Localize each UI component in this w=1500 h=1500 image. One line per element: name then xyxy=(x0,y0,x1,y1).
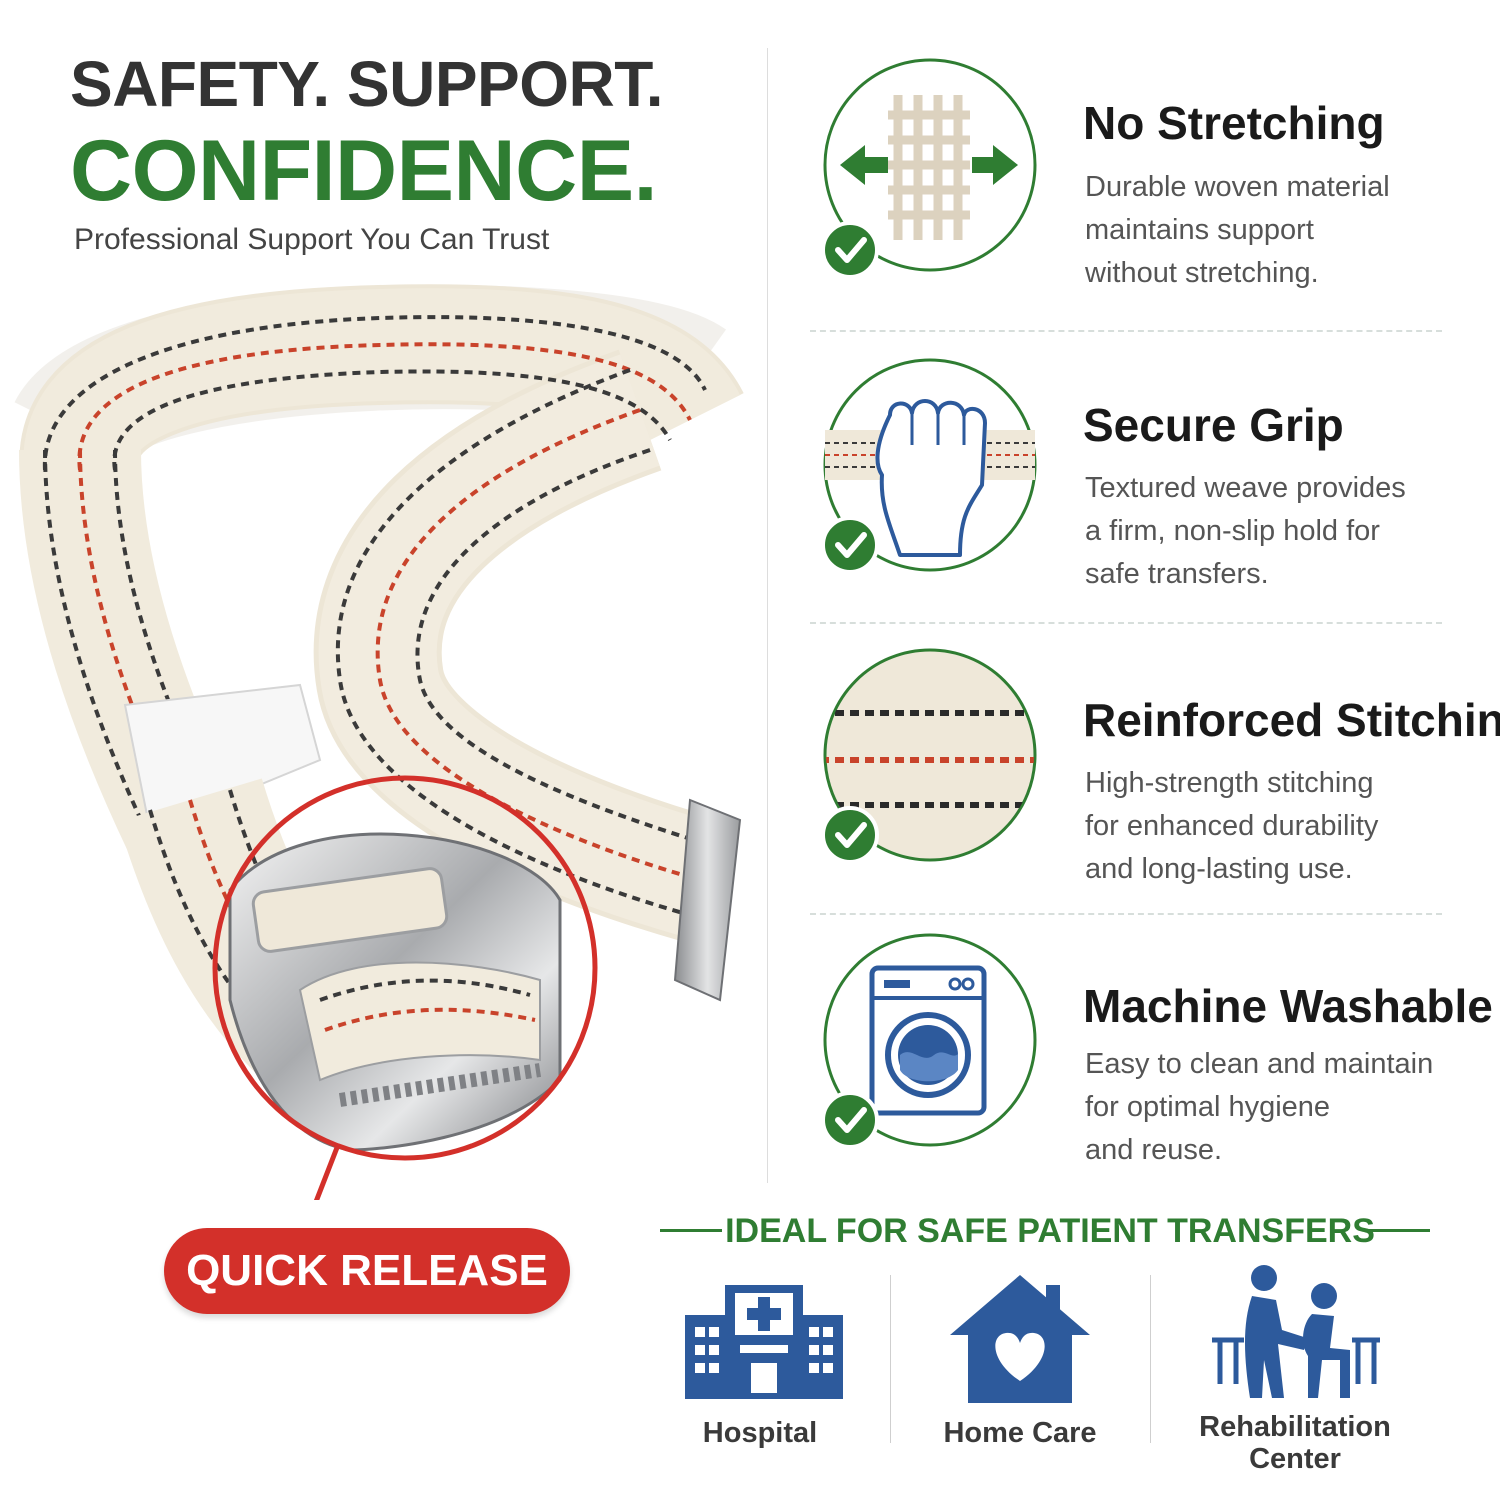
feature-separator xyxy=(810,622,1442,624)
feature-title: Secure Grip xyxy=(1083,399,1344,451)
feature-description: Textured weave provides a firm, non-slip… xyxy=(1085,467,1485,596)
usage-heading: IDEAL FOR SAFE PATIENT TRANSFERS xyxy=(725,1212,1375,1250)
stitched-belt-closeup-icon xyxy=(821,648,1037,864)
venue-divider xyxy=(1150,1275,1151,1443)
rehabilitation-assist-icon xyxy=(1212,1265,1380,1398)
feature-description: Durable woven material maintains support… xyxy=(1085,166,1485,295)
feature-description-line: without stretching. xyxy=(1085,257,1319,289)
feature-separator xyxy=(810,330,1442,332)
venue-label: Hospital xyxy=(702,1417,818,1449)
venue-label: Rehabilitation Center xyxy=(1180,1411,1410,1475)
feature-description-line: maintains support xyxy=(1085,214,1314,246)
feature-description-line: Durable woven material xyxy=(1085,171,1390,203)
venue-label-line: Rehabilitation xyxy=(1199,1411,1391,1443)
home-heart-icon xyxy=(950,1275,1090,1403)
venue-label: Home Care xyxy=(943,1417,1097,1449)
quick-release-badge: QUICK RELEASE xyxy=(164,1228,570,1314)
washing-machine-icon xyxy=(821,933,1037,1149)
feature-description-line: a firm, non-slip hold for xyxy=(1085,515,1380,547)
feature-description: High-strength stitching for enhanced dur… xyxy=(1085,762,1485,891)
feature-description-line: for enhanced durability xyxy=(1085,810,1379,842)
headline-subtitle: Professional Support You Can Trust xyxy=(74,223,550,256)
feature-description-line: safe transfers. xyxy=(1085,558,1269,590)
feature-title: Reinforced Stitching xyxy=(1083,694,1500,746)
feature-description-line: Textured weave provides xyxy=(1085,472,1406,504)
column-divider xyxy=(767,48,768,1183)
hospital-icon xyxy=(685,1285,843,1399)
headline-line-1: SAFETY. SUPPORT. xyxy=(70,48,664,120)
woven-fabric-stretch-arrows-icon xyxy=(821,58,1037,279)
feature-description-line: for optimal hygiene xyxy=(1085,1091,1331,1123)
feature-title: No Stretching xyxy=(1083,97,1385,149)
hand-gripping-belt-icon xyxy=(821,358,1037,574)
feature-description-line: Easy to clean and maintain xyxy=(1085,1048,1434,1080)
venue-divider xyxy=(890,1275,891,1443)
heading-rule-left xyxy=(660,1229,722,1232)
heading-rule-right xyxy=(1368,1229,1430,1232)
headline-line-2: CONFIDENCE. xyxy=(70,123,657,219)
feature-title: Machine Washable xyxy=(1083,980,1493,1032)
feature-description-line: and long-lasting use. xyxy=(1085,853,1353,885)
feature-description-line: High-strength stitching xyxy=(1085,767,1374,799)
gait-belt-illustration xyxy=(14,284,744,1200)
feature-separator xyxy=(810,913,1442,915)
feature-description-line: and reuse. xyxy=(1085,1134,1223,1166)
feature-description: Easy to clean and maintain for optimal h… xyxy=(1085,1043,1485,1172)
venue-label-line: Center xyxy=(1249,1443,1341,1475)
